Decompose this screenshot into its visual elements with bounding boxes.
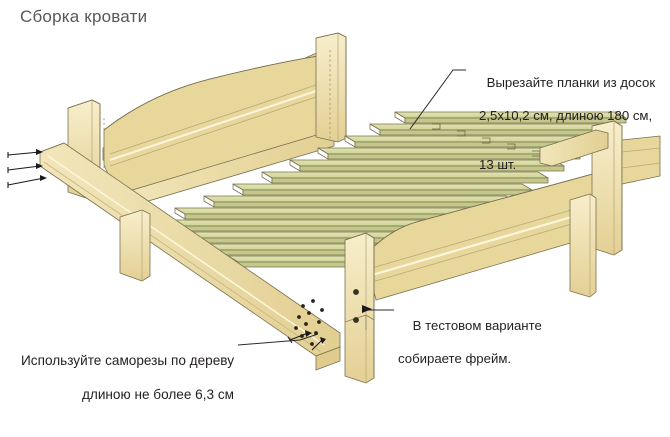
page-title: Сборка кровати <box>20 7 148 26</box>
leg-rear-right <box>569 193 597 298</box>
screw-holes-rail-end <box>294 299 324 346</box>
headboard-panel <box>103 52 332 197</box>
right-rail-connector <box>621 135 661 185</box>
screws-note-line-1: Используйте саморезы по дереву <box>21 352 234 368</box>
frame-note-line-2: собираете фрейм. <box>398 351 512 367</box>
side-rail-front <box>39 142 341 371</box>
slats-note: Вырезайте планки из досок 2,5х10,2 см, д… <box>472 59 655 206</box>
frame-note: В тестовом варианте собираете фрейм. <box>398 302 542 400</box>
footboard-post-left <box>344 232 375 384</box>
back-rail-right-end <box>539 129 609 167</box>
screws-note-line-2: длиною не более 6,3 см <box>81 386 234 402</box>
screw-set-left <box>7 149 47 188</box>
footboard-post-screws <box>353 289 359 323</box>
leader-arrow-frame <box>362 305 372 313</box>
screws-note: Используйте саморезы по дереву длиною не… <box>2 336 234 437</box>
frame-note-line-1: В тестовом варианте <box>412 318 542 334</box>
leader-line-screws <box>237 333 319 346</box>
slats-note-line-1: Вырезайте планки из досок <box>486 75 656 91</box>
slats-note-line-3: 13 шт. <box>479 157 517 173</box>
slats-note-line-2: 2,5х10,2 см, длиною 180 см, <box>479 108 653 124</box>
leg-front <box>119 209 151 282</box>
footboard-panel <box>367 171 609 301</box>
leader-lines <box>237 69 466 346</box>
leader-line-slats <box>409 69 466 130</box>
screw-set-rail-end <box>287 330 326 351</box>
headboard-post-right <box>315 32 347 143</box>
footboard-post-right <box>591 120 623 256</box>
